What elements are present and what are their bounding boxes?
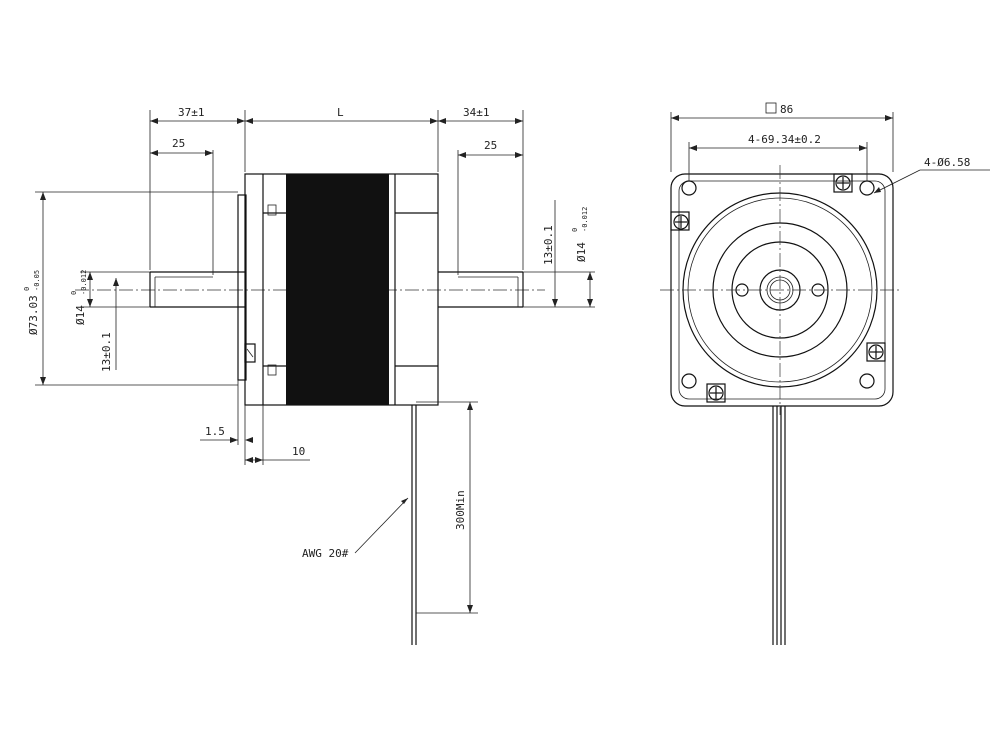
- dimensions-bottom: [200, 380, 310, 465]
- dimensions-right: [523, 200, 595, 308]
- rear-key-length-label: 25: [484, 139, 497, 152]
- motor-body: [244, 173, 439, 406]
- pilot-height-label: 1.5: [205, 425, 225, 438]
- screw-icon: [833, 173, 853, 193]
- rear-shaft: [438, 271, 524, 308]
- mount-hole-tl: [681, 180, 697, 196]
- svg-text:-0.012: -0.012: [80, 270, 88, 295]
- pilot-boss: [237, 194, 247, 381]
- svg-text:0: 0: [571, 228, 579, 232]
- screw-icon: [706, 383, 726, 403]
- mount-hole-tr: [859, 180, 875, 196]
- rear-flat-depth-label: 13±0.1: [542, 225, 555, 265]
- flange-size-label: 86: [780, 103, 793, 116]
- front-shaft-length-label: 37±1: [178, 106, 205, 119]
- flange-thickness-label: 10: [292, 445, 305, 458]
- hole-diameter-label: 4-Ø6.58: [924, 156, 970, 169]
- screw-icon: [866, 342, 886, 362]
- lead-length-label: 300Min: [454, 490, 467, 530]
- front-shaft: [149, 271, 245, 308]
- svg-text:0: 0: [70, 291, 78, 295]
- wire-gauge-leader: [354, 497, 409, 554]
- svg-text:-0.05: -0.05: [33, 270, 41, 291]
- side-view: 37±1 L 34±1 25 25 Ø73.03 0 -0.05 Ø14 0 -…: [23, 106, 595, 645]
- dimensions-top: [149, 110, 524, 275]
- front-dimensions: [670, 102, 990, 194]
- rear-shaft-diameter-label: Ø14: [575, 242, 588, 262]
- svg-text:-0.012: -0.012: [581, 207, 589, 232]
- dimensions-left: [35, 191, 238, 386]
- front-view: 86 4-69.34±0.2 4-Ø6.58: [660, 102, 990, 645]
- mount-hole-br: [859, 373, 875, 389]
- wire-gauge-label: AWG 20#: [302, 547, 349, 560]
- connector-tab: [244, 343, 256, 363]
- screw-icon: [670, 211, 690, 231]
- lead-dimension: [416, 401, 478, 614]
- front-lead-wires: [772, 406, 786, 645]
- hole-spacing-label: 4-69.34±0.2: [748, 133, 821, 146]
- svg-text:0: 0: [23, 287, 31, 291]
- rear-shaft-length-label: 34±1: [463, 106, 490, 119]
- stator-body: [286, 174, 389, 405]
- mount-hole-bl: [681, 373, 697, 389]
- body-length-label: L: [337, 106, 344, 119]
- shaft-diameter-label: Ø14: [74, 305, 87, 325]
- front-key-length-label: 25: [172, 137, 185, 150]
- flat-depth-label: 13±0.1: [100, 332, 113, 372]
- pilot-diameter-label: Ø73.03: [27, 295, 40, 335]
